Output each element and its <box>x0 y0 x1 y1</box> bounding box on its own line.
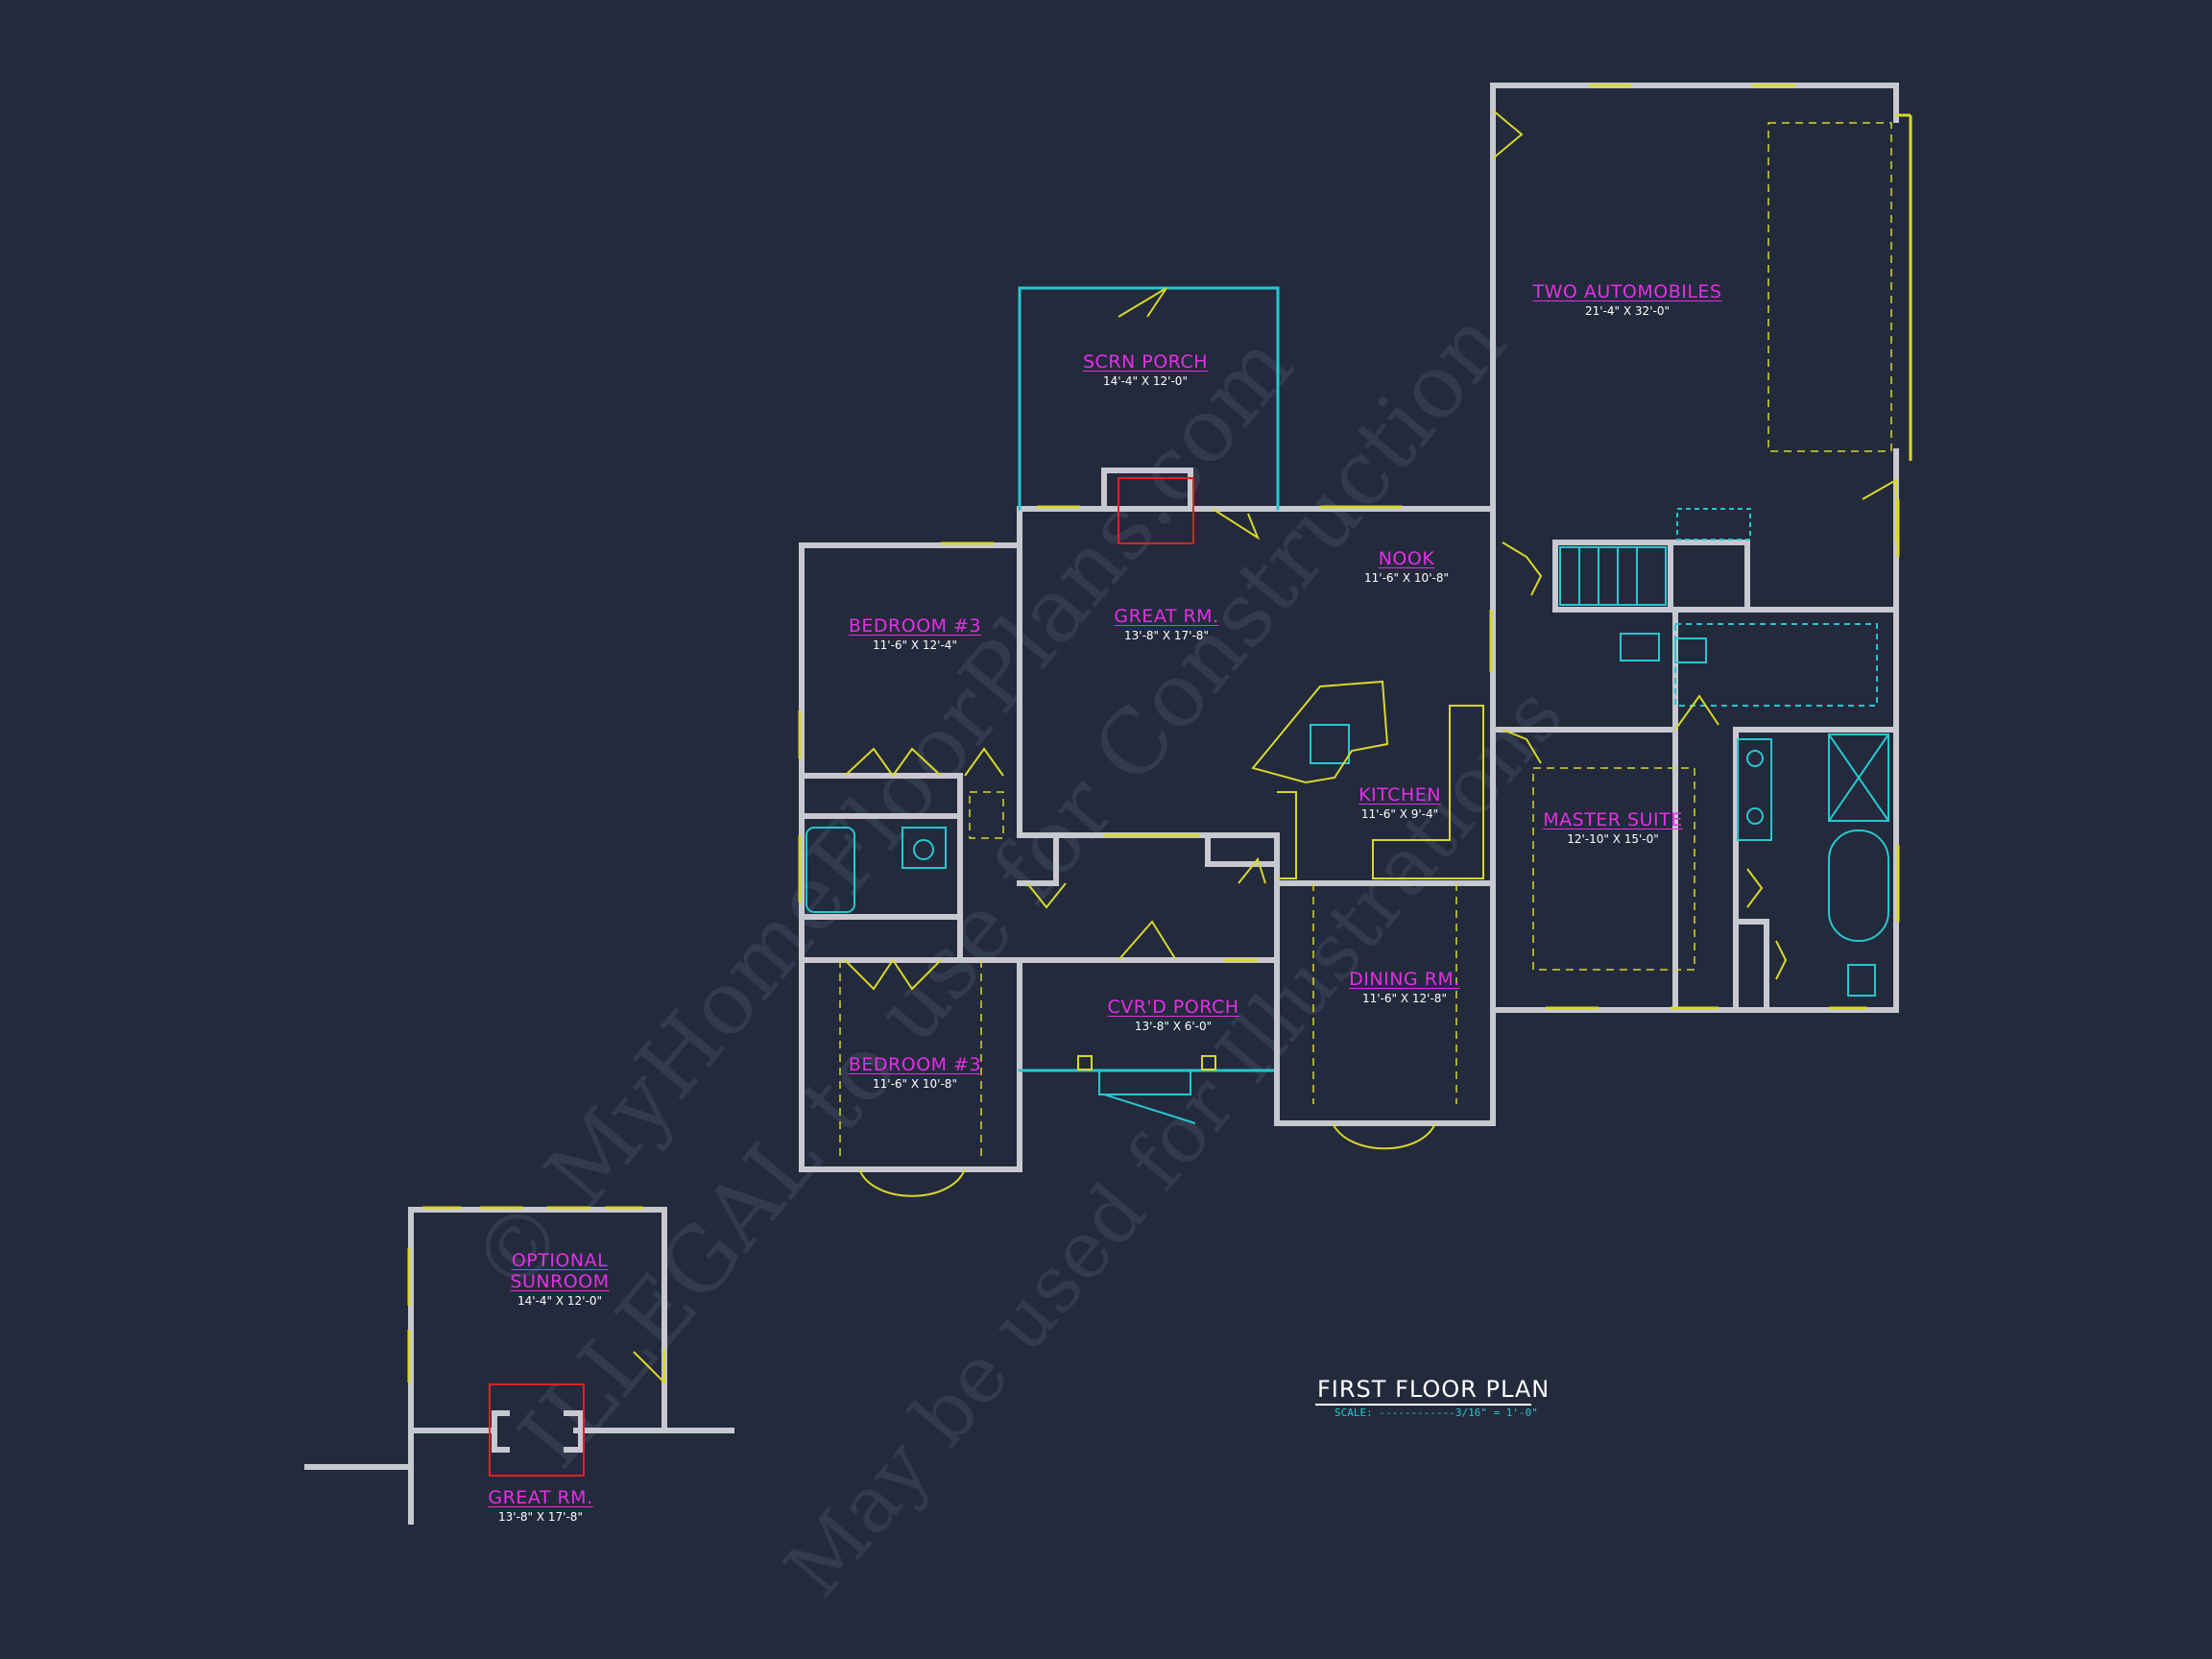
fireplace-wall <box>1101 468 1193 512</box>
room-name-dining: DINING RM. <box>1349 969 1460 990</box>
room-cvrd-porch: CVR'D PORCH 13'-8" X 6'-0" <box>1107 997 1238 1033</box>
room-great-rm: GREAT RM. 13'-8" X 17'-8" <box>1114 606 1218 642</box>
room-dim-scrn-porch: 14'-4" X 12'-0" <box>1103 374 1188 388</box>
bedroom-mid <box>799 773 1022 963</box>
room-bedroom-top: BEDROOM #3 11'-6" X 12'-4" <box>849 615 981 652</box>
sunroom-chimney <box>492 1410 584 1453</box>
room-dim-great-rm-alt: 13'-8" X 17'-8" <box>498 1510 583 1524</box>
bedroom-top-wall <box>799 542 1022 1172</box>
room-garage: TWO AUTOMOBILES 21'-4" X 32'-0" <box>1533 281 1722 318</box>
room-name-sunroom-2: SUNROOM <box>510 1271 610 1292</box>
laundry <box>1668 540 1899 733</box>
kitchen-counters <box>1251 680 1484 879</box>
room-dim-bedroom-bottom: 11'-6" X 10'-8" <box>873 1077 957 1091</box>
room-dim-great-rm: 13'-8" X 17'-8" <box>1124 629 1209 642</box>
room-name-nook: NOOK <box>1378 548 1435 569</box>
room-dim-kitchen: 11'-6" X 9'-4" <box>1360 807 1439 821</box>
master-bath <box>1733 727 1899 1013</box>
room-sunroom: OPTIONAL SUNROOM 14'-4" X 12'-0" <box>510 1250 609 1308</box>
room-dim-dining: 11'-6" X 12'-8" <box>1362 992 1447 1005</box>
doors <box>633 109 1897 1385</box>
room-great-rm-alt: GREAT RM. 13'-8" X 17'-8" <box>488 1487 592 1524</box>
room-dim-sunroom: 14'-4" X 12'-0" <box>517 1294 602 1308</box>
room-dim-nook: 11'-6" X 10'-8" <box>1364 571 1449 585</box>
room-scrn-porch: SCRN PORCH 14'-4" X 12'-0" <box>1083 351 1208 388</box>
room-name-great-rm: GREAT RM. <box>1114 606 1219 627</box>
plan-scale: SCALE: ------------3/16" = 1'-0" <box>1334 1407 1538 1419</box>
room-bedroom-bottom: BEDROOM #3 11'-6" X 10'-8" <box>849 1054 981 1091</box>
room-name-master: MASTER SUITE <box>1543 809 1683 830</box>
room-name-great-rm-alt: GREAT RM. <box>488 1487 593 1508</box>
corridor <box>1017 832 1280 886</box>
windows <box>407 84 1912 1382</box>
scrn-porch-wall <box>1018 286 1280 511</box>
room-dim-master: 12'-10" X 15'-0" <box>1567 832 1659 846</box>
fireplaces <box>489 477 1194 1477</box>
room-dim-garage: 21'-4" X 32'-0" <box>1585 304 1670 318</box>
room-dim-bedroom-top: 11'-6" X 12'-4" <box>873 638 957 652</box>
room-name-garage: TWO AUTOMOBILES <box>1532 281 1722 302</box>
closet-wall <box>1733 919 1769 1013</box>
room-name-bedroom-bottom: BEDROOM #3 <box>848 1054 982 1075</box>
room-name-scrn-porch: SCRN PORCH <box>1082 351 1209 373</box>
room-name-cvrd-porch: CVR'D PORCH <box>1107 997 1239 1018</box>
room-dining: DINING RM. 11'-6" X 12'-8" <box>1349 969 1460 1005</box>
dashed-outlines <box>839 122 1892 1157</box>
plan-title-underline <box>1315 1404 1531 1406</box>
room-kitchen: KITCHEN 11'-6" X 9'-4" <box>1358 784 1441 821</box>
room-nook: NOOK 11'-6" X 10'-8" <box>1364 548 1449 585</box>
fixtures <box>805 508 1889 997</box>
room-dim-cvrd-porch: 13'-8" X 6'-0" <box>1134 1020 1213 1033</box>
stairs-block <box>1552 540 1673 613</box>
room-name-kitchen: KITCHEN <box>1358 784 1441 805</box>
plan-title: FIRST FLOOR PLAN <box>1317 1376 1551 1403</box>
room-name-bedroom-top: BEDROOM #3 <box>848 615 982 637</box>
room-name-sunroom-1: OPTIONAL <box>511 1250 609 1271</box>
room-master: MASTER SUITE 12'-10" X 15'-0" <box>1543 809 1683 846</box>
porch-steps <box>1077 1055 1216 1124</box>
